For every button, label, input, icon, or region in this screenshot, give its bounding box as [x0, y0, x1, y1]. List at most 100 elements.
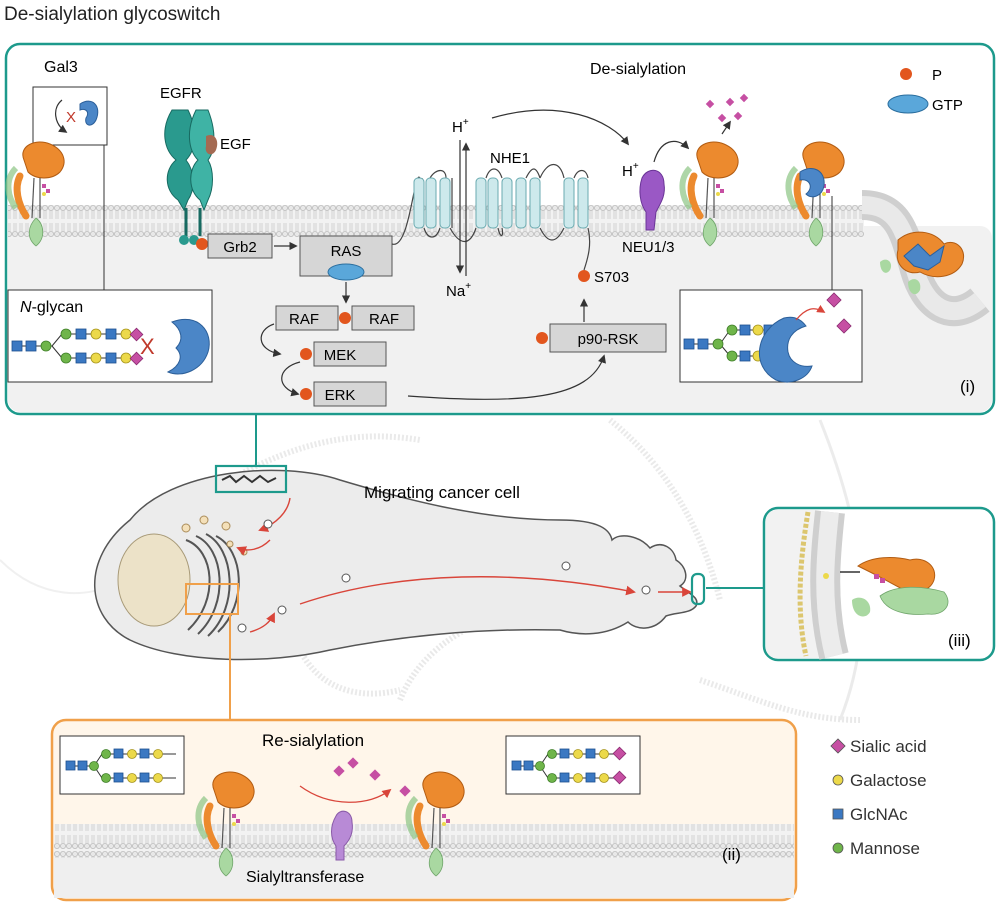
migrating-cell-body — [94, 469, 698, 661]
raf-right-box — [351, 305, 415, 331]
grb2-label: Grb2 — [223, 239, 256, 256]
legend-glcnac-icon — [832, 808, 844, 820]
released-sialic-2 — [836, 318, 852, 334]
gtp-on-ras-icon — [327, 263, 365, 281]
galectin-lattice-cluster-icon — [880, 231, 964, 295]
nglycan-x-mark: X — [140, 334, 155, 359]
legend-sialic-acid-icon — [830, 738, 846, 754]
arrow-sialic-release — [795, 304, 826, 321]
legend-gtp-label: GTP — [932, 97, 963, 114]
legend-mannose-icon — [832, 842, 844, 854]
panel-iii-cytosol — [766, 510, 826, 658]
mek-box — [313, 341, 387, 367]
raf-right-label: RAF — [369, 311, 399, 328]
legend-galactose-icon — [832, 774, 844, 786]
desialylation-label: De-sialylation — [590, 61, 686, 78]
egfr-receptor-icon — [164, 109, 215, 245]
legend-sialic-acid-label: Sialic acid — [850, 737, 927, 756]
phospho-raf — [339, 312, 351, 324]
egf-ligand-icon — [205, 134, 218, 155]
neu-enzyme-icon — [639, 169, 665, 231]
egfr-label: EGFR — [160, 85, 202, 102]
vesicle-1 — [263, 519, 273, 529]
actin-filament-icon — [797, 511, 811, 657]
egf-label: EGF — [220, 136, 251, 153]
raf-left-label: RAF — [289, 311, 319, 328]
panel-iii: (iii) — [762, 506, 996, 662]
gal3-shape-icon — [79, 100, 99, 126]
membrane-proteins-mini-icon — [221, 474, 277, 484]
s703-label: S703 — [594, 269, 629, 286]
legend-p-label: P — [932, 67, 942, 84]
legend-gtp-icon — [887, 94, 929, 114]
cell-label: Migrating cancer cell — [364, 483, 520, 502]
gal3-lattice-iii-icon — [823, 557, 949, 617]
sialic-free-4 — [399, 785, 411, 797]
legend-galactose-label: Galactose — [850, 771, 927, 790]
gal3-blocked-icon — [166, 318, 210, 375]
sialyltransferase-label: Sialyltransferase — [246, 869, 364, 886]
raf-left-box — [275, 305, 339, 331]
h-plus-label: H+ — [452, 117, 469, 136]
arrow-vesicle-to-front — [299, 576, 636, 605]
nhe1-transporter-icon — [391, 163, 591, 271]
phospho-s703 — [578, 270, 590, 282]
membrane-zoom-box-i — [214, 464, 288, 494]
vesicle-3 — [277, 605, 287, 615]
arrow-membrane-golgi — [258, 497, 291, 532]
arrow-h-to-neu — [491, 109, 630, 146]
panel-iii-tag: (iii) — [948, 631, 971, 650]
glycan-before-icon — [65, 748, 176, 783]
figure-title: De-sialylation glycoswitch — [4, 4, 220, 25]
gal3-x-mark: X — [66, 109, 76, 126]
sialic-free-1 — [333, 765, 345, 777]
neu-label: NEU1/3 — [622, 239, 675, 256]
arrow-vesicle-up — [249, 612, 275, 633]
panel-i-tag: (i) — [960, 377, 975, 396]
erk-label: ERK — [325, 387, 356, 404]
sialyltransferase-enzyme-icon — [331, 810, 353, 861]
arrow-resialylation — [299, 785, 392, 803]
phospho-p90 — [536, 332, 548, 344]
panel-i: Gal3 X N-glycan — [4, 42, 996, 416]
panel-ii: Re-sialylation — [50, 718, 798, 902]
gal3-binding-icon — [759, 316, 813, 383]
gal3-lattice-blue-icon — [799, 168, 825, 198]
gal3-label: Gal3 — [44, 59, 78, 76]
nglycan-label: N-glycan — [20, 299, 83, 316]
legend-p-icon — [900, 68, 912, 80]
phospho-grb2 — [196, 238, 208, 250]
phospho-erk — [300, 388, 312, 400]
legend-glcnac-label: GlcNAc — [850, 805, 908, 824]
arrow-raf-mek — [260, 323, 282, 358]
arrow-erk-p90 — [407, 354, 606, 400]
vesicle-4 — [341, 573, 351, 583]
erk-box — [313, 381, 387, 407]
grb2-box — [207, 233, 273, 259]
nglycan-chain-icon — [11, 327, 144, 366]
p90rsk-label: p90-RSK — [578, 331, 639, 348]
arrow-mek-erk — [281, 361, 301, 397]
na-plus-label: Na+ — [446, 281, 471, 300]
arrow-golgi-left — [236, 539, 271, 556]
mek-label: MEK — [324, 347, 357, 364]
ras-label: RAS — [331, 243, 362, 260]
panel-ii-tag: (ii) — [722, 845, 741, 864]
leading-edge-zoom-box — [690, 572, 706, 606]
nucleus — [117, 533, 191, 627]
sialic-free-3 — [369, 769, 381, 781]
vesicle-6 — [641, 585, 651, 595]
vesicle-2 — [237, 623, 247, 633]
h-plus-neu-label: H+ — [622, 161, 639, 180]
phospho-mek — [300, 348, 312, 360]
sialic-free-2 — [347, 757, 359, 769]
legend-mannose-label: Mannose — [850, 839, 920, 858]
glycan-after-icon — [511, 746, 627, 785]
gal3-cycle-arrow — [55, 99, 68, 133]
golgi-highlight-box — [185, 583, 239, 615]
resialylation-label: Re-sialylation — [262, 731, 364, 750]
released-sialic-1 — [826, 292, 842, 308]
arrow-neu-release — [653, 140, 690, 163]
